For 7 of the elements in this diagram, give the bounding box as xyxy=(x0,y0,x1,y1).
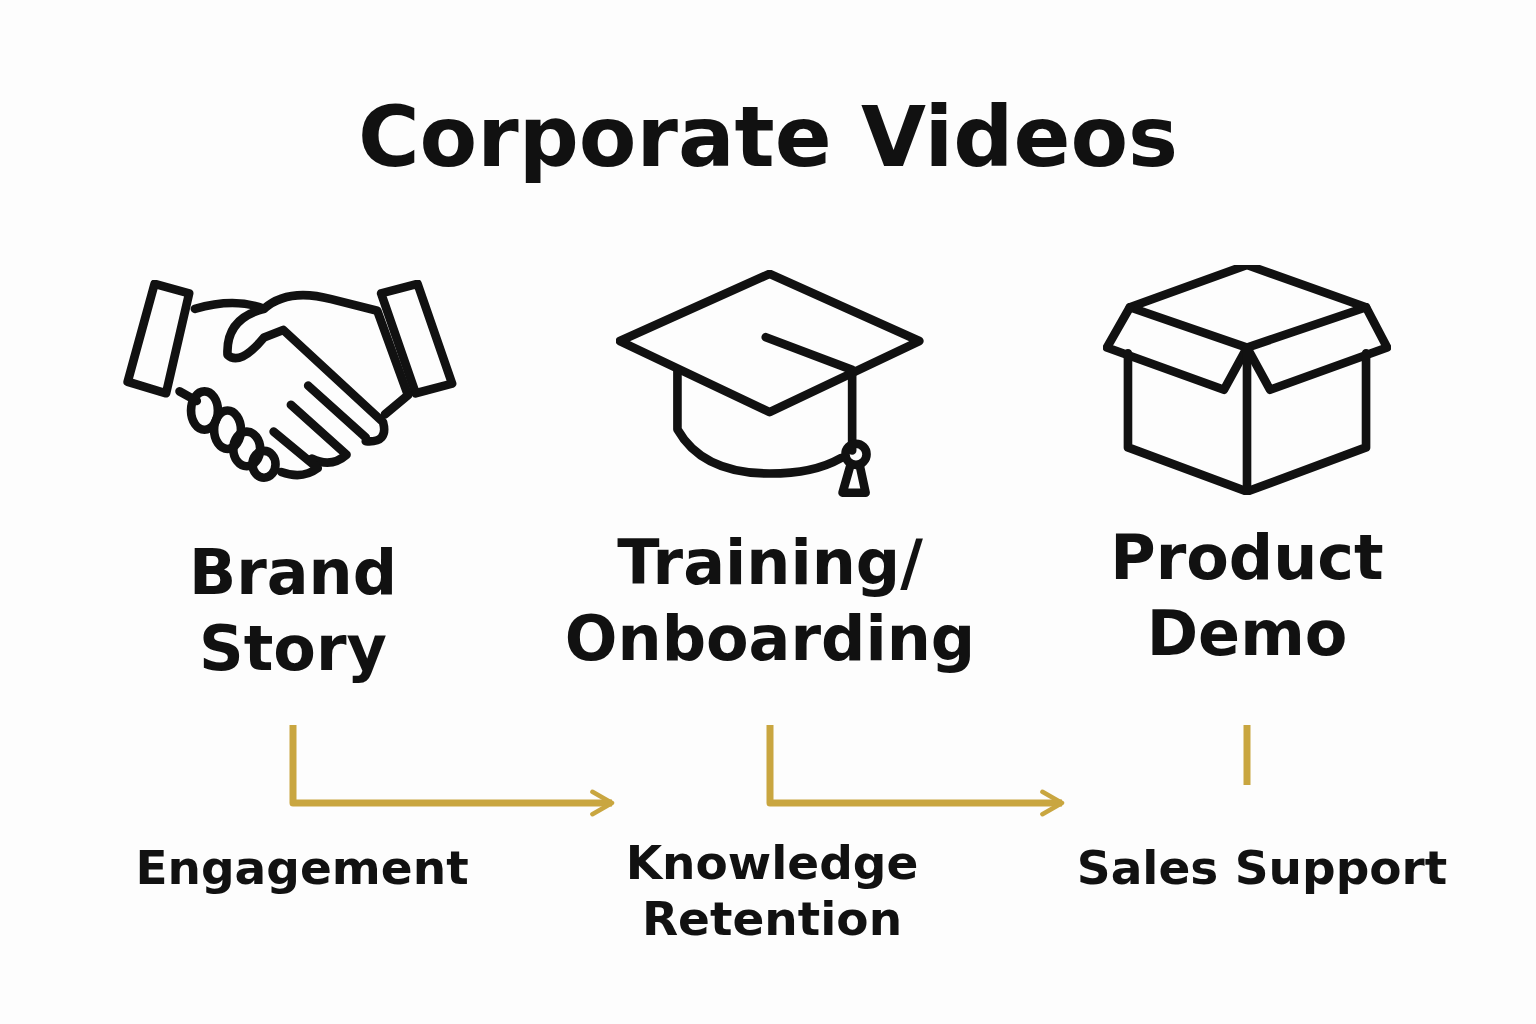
label-text: Training/ Onboarding xyxy=(563,525,977,677)
label-text: Engagement xyxy=(134,840,470,896)
label-text: Brand Story xyxy=(187,535,399,687)
title: Corporate Videos xyxy=(356,88,1180,186)
label-text: Knowledge Retention xyxy=(624,835,920,947)
label-text: Sales Support xyxy=(1075,840,1449,896)
label-text: Product Demo xyxy=(1109,520,1385,672)
